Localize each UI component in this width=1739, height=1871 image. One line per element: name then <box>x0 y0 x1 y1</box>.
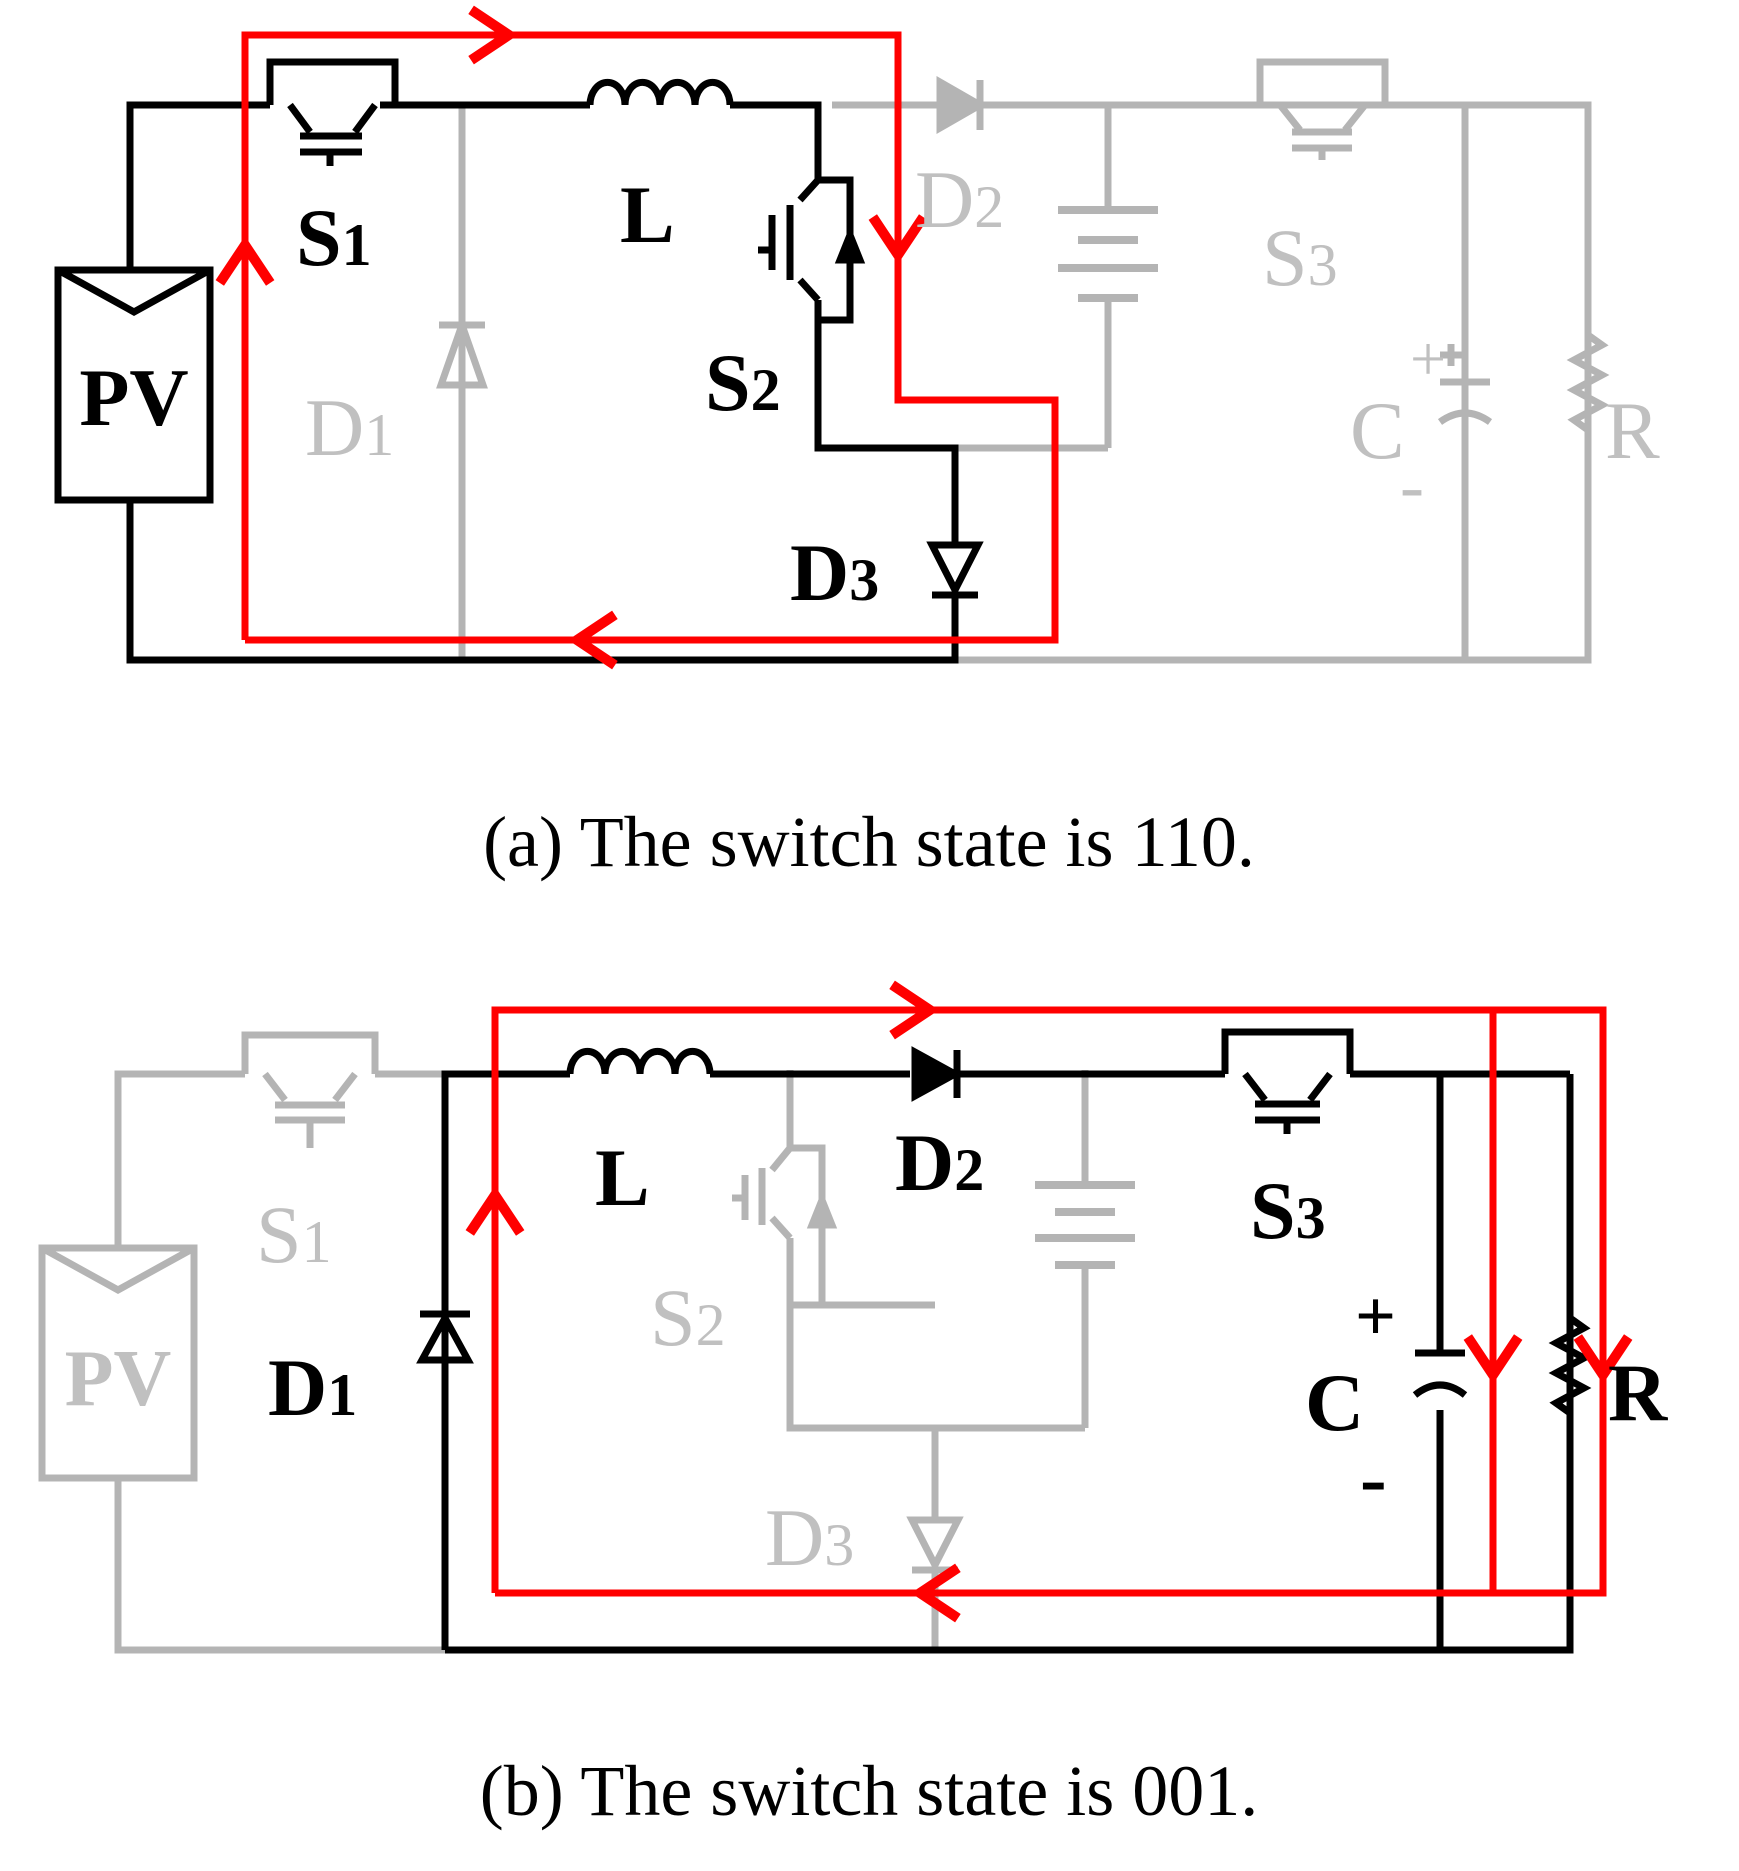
panel-a-pv-label: PV <box>79 352 188 443</box>
panel-b-inductor-symbol <box>566 1047 714 1075</box>
panel-b-s3-symbol <box>1221 1028 1354 1134</box>
panel-b-l-label: L <box>595 1132 650 1223</box>
panel-a: PV S1 L S2 D1 D2 D3 S3 C + - R (a) The s… <box>54 5 1660 882</box>
panel-a-active-wiring <box>126 101 959 664</box>
panel-a-s3-symbol <box>1256 58 1389 160</box>
panel-b-d3-label: D3 <box>765 1492 854 1583</box>
panel-b-resistor-symbol <box>1548 1315 1592 1416</box>
panel-b-s1-label: S1 <box>256 1189 332 1280</box>
panel-b: PV S1 L S2 D1 D2 D3 S3 C + - R (b) The s… <box>38 980 1668 1831</box>
panel-a-current-path <box>215 5 1059 670</box>
panel-b-s3-label: S3 <box>1250 1165 1326 1256</box>
panel-a-s2-label: S2 <box>705 337 781 428</box>
panel-b-capacitor-symbol <box>1412 1349 1468 1398</box>
panel-b-inactive-wiring <box>114 1070 1089 1654</box>
panel-a-s2-symbol <box>758 176 866 324</box>
panel-b-d2-symbol <box>911 1046 963 1102</box>
panel-b-c-plus-label: + <box>1355 1276 1396 1356</box>
panel-a-c-minus-label: - <box>1400 446 1424 526</box>
panel-b-d2-label: D2 <box>895 1117 984 1208</box>
panel-a-capacitor-symbol <box>1437 344 1493 425</box>
panel-b-c-minus-label: - <box>1360 1435 1387 1523</box>
panel-a-d3-symbol <box>926 541 984 599</box>
panel-a-c-plus-label: + <box>1410 323 1446 394</box>
panel-a-pv-panel <box>54 266 214 504</box>
panel-b-active-wiring <box>441 1070 1574 1654</box>
panel-a-inductor-symbol <box>586 78 734 106</box>
panel-a-caption: (a) The switch state is 110. <box>483 802 1255 882</box>
panel-b-d3-symbol <box>906 1516 964 1574</box>
panel-a-d1-label: D1 <box>305 382 394 473</box>
panel-b-s2-label: S2 <box>650 1272 726 1363</box>
panel-b-pv-label: PV <box>65 1335 172 1423</box>
panel-a-resistor-symbol <box>1566 332 1610 433</box>
panel-a-d1-symbol <box>436 314 488 389</box>
panel-b-r-label: R <box>1608 1347 1668 1438</box>
panel-a-s1-label: S1 <box>296 192 372 283</box>
panel-a-d3-label: D3 <box>790 527 879 618</box>
panel-a-l-label: L <box>620 169 675 260</box>
panel-a-s1-symbol <box>266 58 399 166</box>
panel-a-r-label: R <box>1605 385 1660 476</box>
panel-b-d1-symbol <box>416 1310 474 1364</box>
panel-b-pv-panel <box>38 1244 198 1482</box>
panel-b-s1-symbol <box>241 1031 379 1148</box>
panel-b-d1-label: D1 <box>268 1342 357 1433</box>
panel-a-battery-symbol <box>1058 206 1158 302</box>
panel-b-labels: PV S1 L S2 D1 D2 D3 S3 C + - R <box>65 1117 1668 1583</box>
panel-b-c-label: C <box>1305 1357 1364 1448</box>
panel-a-s3-label: S3 <box>1262 212 1338 303</box>
panel-a-d2-symbol <box>936 75 988 135</box>
panel-a-labels: PV S1 L S2 D1 D2 D3 S3 C + - R <box>79 154 1660 618</box>
panel-b-caption: (b) The switch state is 001. <box>480 1751 1259 1831</box>
panel-a-d2-label: D2 <box>915 154 1004 245</box>
panel-b-s2-symbol <box>732 1144 838 1309</box>
panel-b-current-path <box>465 980 1633 1623</box>
panel-b-battery-symbol <box>1035 1181 1135 1269</box>
panel-a-c-label: C <box>1350 385 1405 476</box>
